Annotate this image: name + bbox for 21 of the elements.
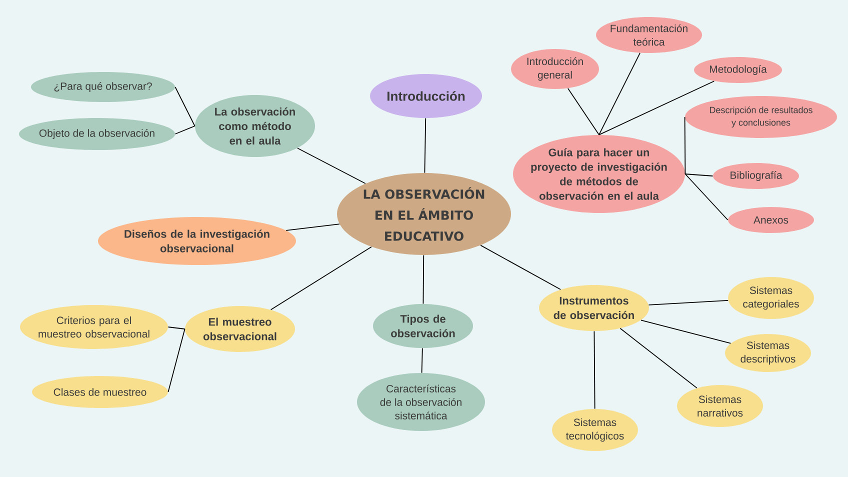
connector-line [421, 348, 423, 374]
connector-line [168, 326, 186, 330]
connector-line [648, 300, 729, 306]
connector-line [422, 254, 424, 304]
connector-line [168, 328, 186, 392]
connector-line [297, 148, 366, 184]
connector-line [598, 52, 640, 136]
connector-line [567, 88, 600, 136]
connector-line [684, 116, 686, 174]
connector-line [286, 224, 340, 231]
connector-line [684, 174, 714, 176]
connector-line [620, 328, 698, 389]
connector-line [480, 244, 562, 290]
connector-line [594, 330, 596, 410]
connector-line [174, 126, 196, 134]
connector-line [640, 320, 732, 344]
connector-line [598, 80, 715, 136]
connector-line [270, 246, 372, 310]
connector-line [424, 118, 426, 174]
connector-line [174, 86, 196, 126]
connector-line [684, 174, 728, 220]
